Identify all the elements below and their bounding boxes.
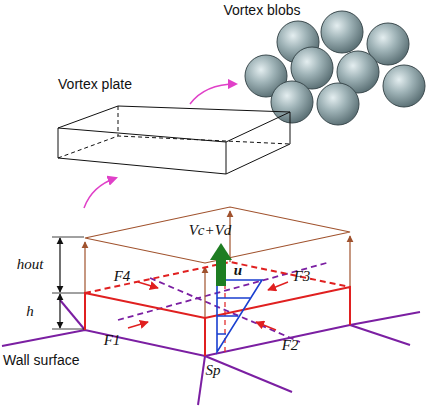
- transfer-arrows: [84, 84, 236, 208]
- plate-label: Vortex plate: [58, 77, 132, 91]
- flux-label: F3: [294, 269, 311, 284]
- flux-label: F4: [114, 269, 131, 284]
- vortex-plate-box: [58, 106, 290, 174]
- flux-label: F1: [104, 333, 121, 348]
- vortex-blobs: [245, 11, 425, 125]
- height-dimensions: [52, 237, 84, 329]
- blob-label: Vortex blobs: [223, 3, 300, 17]
- surface-label: Wall surface: [3, 353, 80, 367]
- surface-label: Sp: [206, 363, 221, 378]
- height-label: hout: [17, 257, 44, 272]
- velocity-label: u: [234, 263, 242, 278]
- induced-velocity-arrow: [210, 243, 232, 286]
- height-label: h: [26, 304, 34, 319]
- face-flux-arrows: [128, 282, 288, 330]
- velocity-profile: [217, 280, 262, 352]
- velocity-label: Vc+Vd: [189, 223, 232, 238]
- flux-label: F2: [282, 338, 299, 353]
